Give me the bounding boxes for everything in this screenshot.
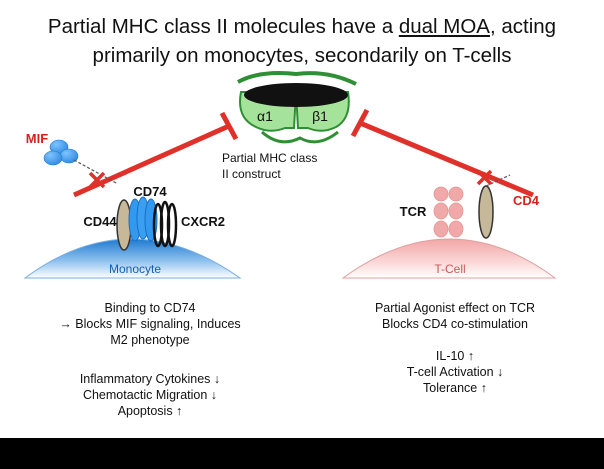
- cd4-label: CD4: [512, 193, 539, 208]
- cd4-block-x: [476, 169, 493, 186]
- cd74-label: CD74: [133, 184, 167, 199]
- monocyte-outcome-2: Chemotactic Migration ↓: [82, 388, 218, 402]
- moa-diagram: [23, 71, 557, 279]
- monocyte-effect-2: → Blocks MIF signaling, Induces: [59, 317, 241, 331]
- cxcr2-label: CXCR2: [180, 214, 226, 229]
- tcell-outcome-3: Tolerance ↑: [423, 381, 487, 395]
- monocyte-outcomes: Inflammatory Cytokines ↓ Chemotactic Mig…: [35, 371, 265, 419]
- monocyte-outcome-3: Apoptosis ↑: [117, 404, 183, 418]
- slide-title: Partial MHC class II molecules have a du…: [0, 12, 604, 70]
- title-underlined: dual MOA: [398, 15, 490, 38]
- monocyte-label: Monocyte: [108, 262, 162, 276]
- cd4-receptor: [478, 185, 494, 239]
- peptide-groove: [244, 83, 348, 107]
- mhc-construct: [237, 71, 357, 144]
- construct-caption: Partial MHC class II construct: [222, 151, 318, 181]
- tcr-label: TCR: [399, 204, 427, 219]
- tcell-outcomes: IL-10 ↑ T-cell Activation ↓ Tolerance ↑: [340, 348, 570, 396]
- monocyte-effect-1: Binding to CD74: [104, 301, 196, 315]
- monocyte-outcome-1: Inflammatory Cytokines ↓: [79, 372, 221, 386]
- beta1-label: β1: [312, 108, 328, 124]
- tcell-effects: Partial Agonist effect on TCR Blocks CD4…: [340, 300, 570, 332]
- alpha1-label: α1: [257, 108, 273, 124]
- tcell-label: T-Cell: [434, 262, 466, 276]
- tcell-effect-1: Partial Agonist effect on TCR: [374, 301, 536, 315]
- cd44-label: CD44: [83, 214, 117, 229]
- cd74-receptor: [128, 196, 158, 242]
- monocyte-effect-3: M2 phenotype: [110, 333, 190, 347]
- tcell-cell: [341, 238, 557, 279]
- cxcr2-receptor: [152, 200, 178, 248]
- title-line-1: Partial MHC class II molecules have a du…: [47, 15, 557, 38]
- footer-bar: [0, 438, 604, 469]
- tcr-receptor: [433, 186, 464, 238]
- mif-protein: [43, 139, 79, 166]
- tcell-outcome-2: T-cell Activation ↓: [406, 365, 504, 379]
- title-line-2: primarily on monocytes, secondarily on T…: [92, 44, 512, 67]
- mif-block-x: [88, 171, 106, 189]
- mif-label: MIF: [25, 131, 49, 146]
- inhibit-line-tcell: [350, 108, 534, 198]
- monocyte-effects: Binding to CD74 → Blocks MIF signaling, …: [35, 300, 265, 348]
- tcell-outcome-1: IL-10 ↑: [435, 349, 475, 363]
- tcell-effect-2: Blocks CD4 co-stimulation: [382, 317, 528, 331]
